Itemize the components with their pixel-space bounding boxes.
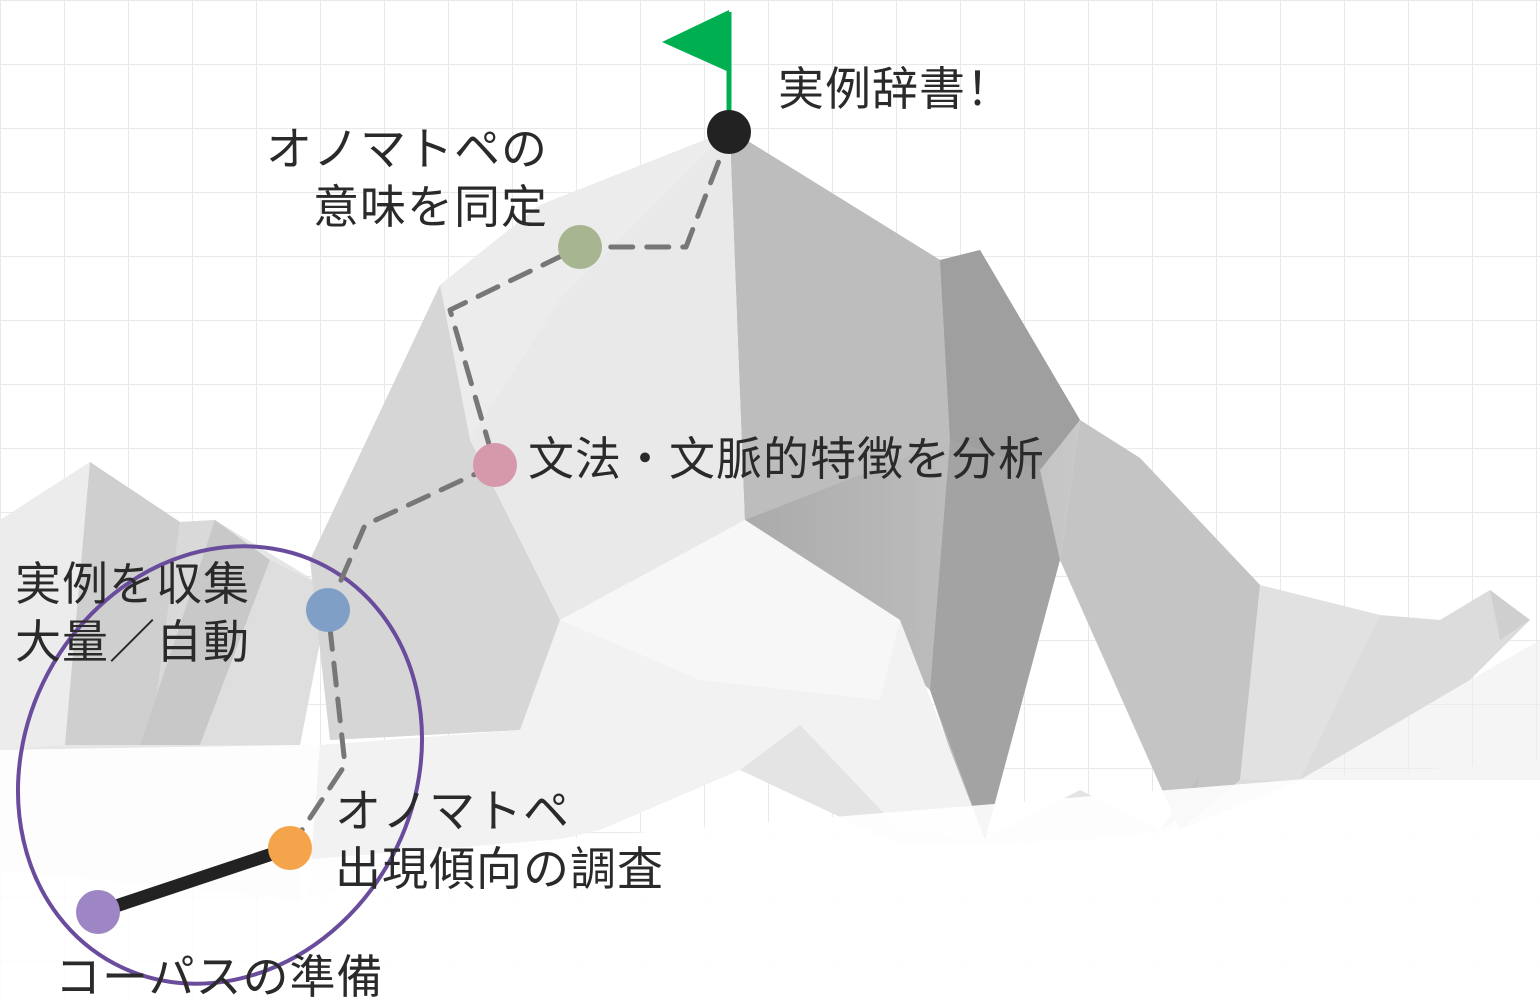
milestone-label-line: オノマトペ xyxy=(335,784,570,838)
phase-highlight-ellipse xyxy=(16,544,424,986)
milestone-label-line: 大量／自動 xyxy=(15,615,250,669)
route-completed-segment xyxy=(91,841,297,919)
milestone-label-line: コーパスの準備 xyxy=(55,950,384,1004)
milestone-label-line: 文法・文脈的特徴を分析 xyxy=(528,432,1045,486)
milestone-label-line: 実例辞書！ xyxy=(778,62,1013,116)
milestone-dot-summit xyxy=(707,110,751,154)
milestone-label-corpus: コーパスの準備 xyxy=(55,948,384,1006)
milestone-label-summit: 実例辞書！ xyxy=(778,60,1013,118)
milestone-dot-corpus xyxy=(76,890,120,934)
milestone-label-line: 実例を収集 xyxy=(15,557,250,611)
milestone-dot-collect xyxy=(306,588,350,632)
milestone-label-survey: オノマトペ 出現傾向の調査 xyxy=(335,782,664,898)
milestone-label-identify: オノマトペの 意味を同定 xyxy=(210,120,548,236)
milestone-label-line: 出現傾向の調査 xyxy=(335,842,664,896)
milestone-label-line: オノマトペの xyxy=(266,122,548,176)
milestone-label-line: 意味を同定 xyxy=(313,180,548,234)
milestone-label-analyze: 文法・文脈的特徴を分析 xyxy=(528,430,1045,488)
milestone-label-collect: 実例を収集 大量／自動 xyxy=(15,555,250,671)
milestone-dot-identify xyxy=(558,225,602,269)
milestone-dot-survey xyxy=(268,826,312,870)
mountain-illustration xyxy=(0,130,1540,1005)
milestone-dot-analyze xyxy=(473,443,517,487)
